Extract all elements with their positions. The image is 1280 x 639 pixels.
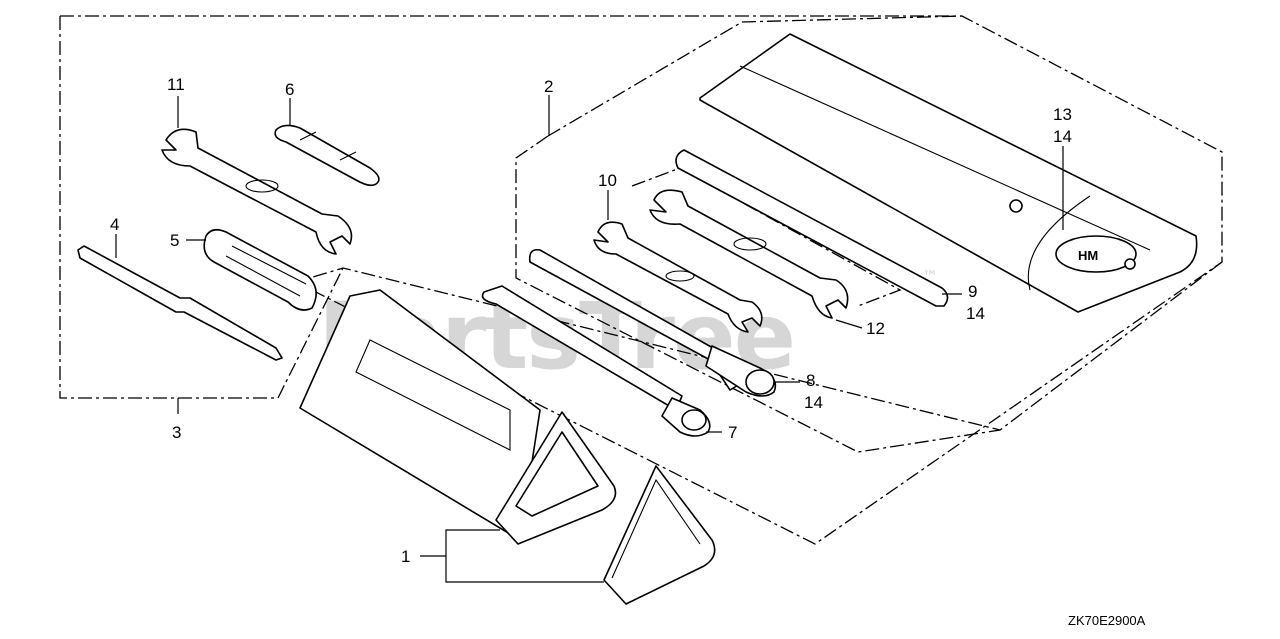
wrench-10-drawing <box>593 221 763 333</box>
leader-lines <box>115 95 1064 583</box>
assembly-outline-1 <box>60 15 1223 545</box>
box-wrench-8-drawing <box>528 248 777 397</box>
svg-text:HM: HM <box>1078 248 1098 263</box>
grip-6-drawing <box>274 124 380 187</box>
callout-9: 9 <box>968 282 977 301</box>
callout-8: 8 <box>806 371 815 390</box>
wrench-11-drawing <box>161 128 353 255</box>
diagram-code: ZK70E2900A <box>1068 613 1146 628</box>
callout-3: 3 <box>172 423 181 442</box>
callout-2: 2 <box>544 77 553 96</box>
box-wrench-7-drawing <box>481 285 711 437</box>
wrench-12-drawing <box>649 189 849 319</box>
callout-13-qty: 14 <box>1053 127 1072 146</box>
tool-bag-drawing: HM <box>699 33 1198 313</box>
bar-drawing <box>675 149 949 307</box>
callout-5: 5 <box>170 231 179 250</box>
tool-case-drawing <box>299 289 716 605</box>
callout-10: 10 <box>598 171 617 190</box>
assembly-outline-wrench-set <box>631 167 902 307</box>
screwdriver-4-drawing <box>77 245 283 361</box>
callout-9-qty: 14 <box>966 304 985 323</box>
assembly-outline-2 <box>515 135 1223 453</box>
assembly-outline-2b <box>547 15 963 137</box>
callout-6: 6 <box>285 80 294 99</box>
screwdriver-5-drawing <box>203 228 317 311</box>
callout-4: 4 <box>110 215 119 234</box>
callout-1: 1 <box>401 547 410 566</box>
callout-7: 7 <box>728 423 737 442</box>
callout-11: 11 <box>167 75 185 94</box>
callout-8-qty: 14 <box>804 393 823 412</box>
callout-13: 13 <box>1053 105 1072 124</box>
callout-12: 12 <box>866 319 885 338</box>
